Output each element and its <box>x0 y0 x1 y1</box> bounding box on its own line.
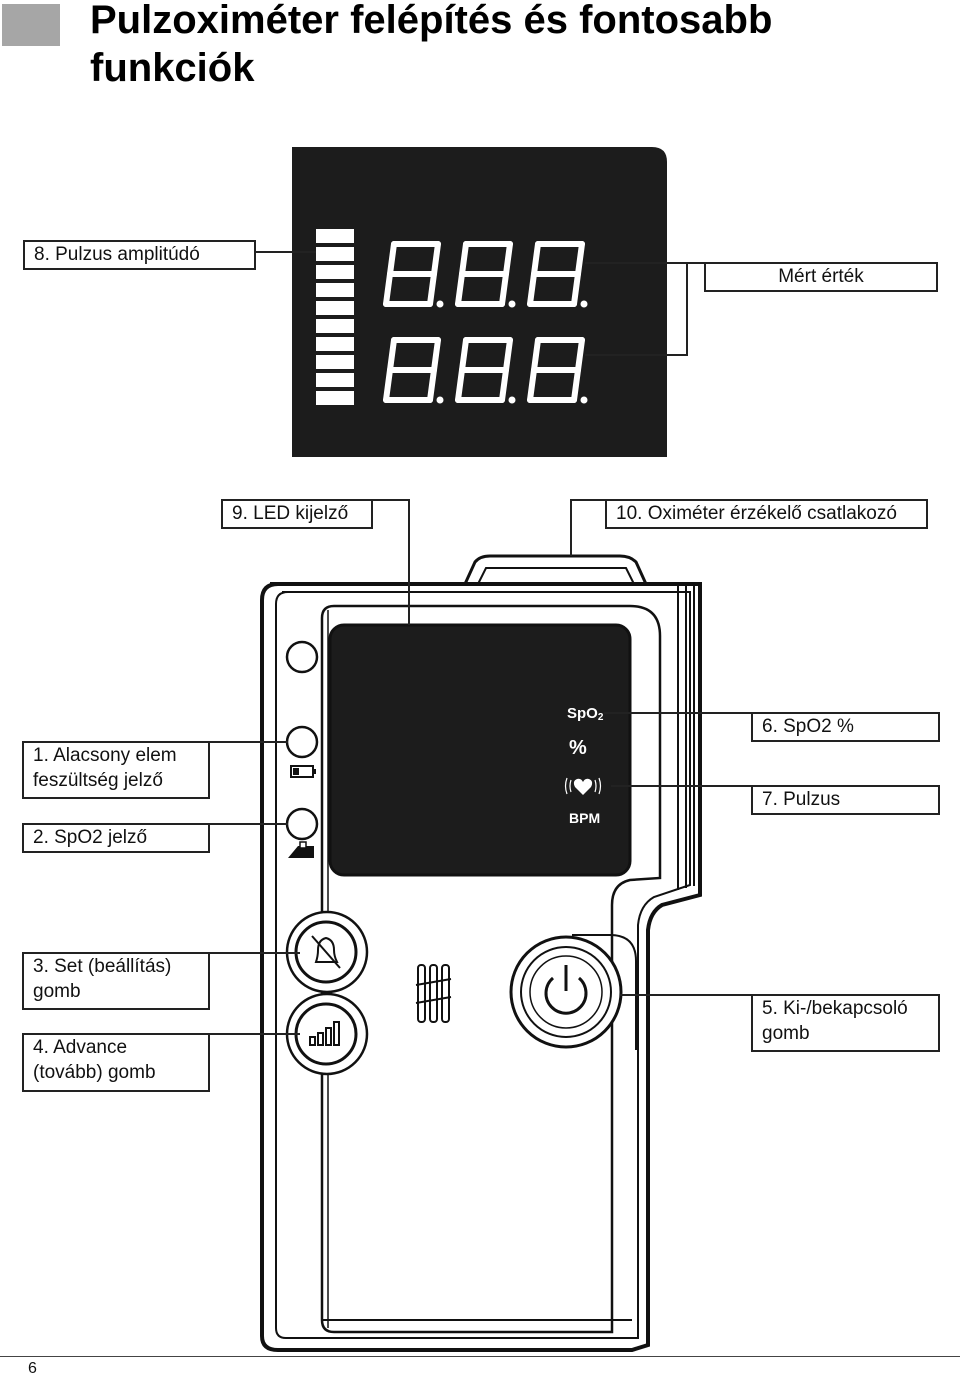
speaker-grille-icon <box>415 964 452 1023</box>
callout-pulse-amplitude: 8. Pulzus amplitúdó <box>23 240 256 270</box>
oximeter-device <box>260 554 702 1352</box>
amplitude-segment <box>316 283 354 297</box>
callout-pulse: 7. Pulzus <box>751 785 940 815</box>
page-number: 6 <box>28 1360 37 1377</box>
callout-spo2-percent: 6. SpO2 % <box>751 712 940 742</box>
amplitude-segment <box>316 301 354 315</box>
leader-lines-device <box>208 499 752 1035</box>
title-accent-block <box>2 4 60 46</box>
leader-lines-top <box>255 251 705 356</box>
callout-spo2-indicator: 2. SpO2 jelző <box>22 823 210 853</box>
low-battery-led <box>285 725 319 759</box>
amplitude-segment <box>316 337 354 351</box>
indicator-led-top <box>285 640 319 674</box>
amplitude-segment <box>316 319 354 333</box>
amplitude-segment <box>316 247 354 261</box>
seven-segment-digit <box>527 337 588 404</box>
screen-spo2-label: SpO2 <box>567 705 604 723</box>
footer-divider <box>0 1356 960 1357</box>
page-title: Pulzoximéter felépítés és fontosabb funk… <box>90 0 773 90</box>
signal-bars-icon <box>309 1021 340 1046</box>
heart-pulse-icon <box>564 777 602 795</box>
seven-segment-digit <box>455 241 516 308</box>
callout-advance-button: 4. Advance (tovább) gomb <box>22 1033 210 1092</box>
callout-sensor-connector: 10. Oximéter érzékelő csatlakozó <box>605 499 928 529</box>
seven-segment-digit <box>383 337 444 404</box>
amplitude-segment <box>316 265 354 279</box>
screen-percent-label: % <box>569 737 587 759</box>
callout-low-battery: 1. Alacsony elem feszültség jelző <box>22 741 210 799</box>
spo2-led <box>285 807 319 841</box>
amplitude-segment <box>316 229 354 243</box>
amplitude-segment <box>316 373 354 387</box>
callout-power-button: 5. Ki-/bekapcsoló gomb <box>751 994 940 1052</box>
power-icon <box>544 965 588 1015</box>
screen-labels: SpO2 % BPM <box>567 705 604 826</box>
pulse-amplitude-bar <box>316 229 354 405</box>
seven-segment-digit <box>455 337 516 404</box>
callout-set-button: 3. Set (beállítás) gomb <box>22 952 210 1010</box>
segment-digits <box>383 241 588 404</box>
callout-led-display: 9. LED kijelző <box>221 499 373 529</box>
led-display-closeup <box>292 147 667 457</box>
amplitude-segment <box>316 391 354 405</box>
device-screen <box>328 623 632 877</box>
amplitude-segment <box>316 355 354 369</box>
screen-bpm-label: BPM <box>569 810 600 826</box>
battery-low-icon <box>290 765 316 778</box>
alarm-bell-icon <box>311 935 341 969</box>
finger-probe-icon <box>288 841 314 858</box>
seven-segment-digit <box>383 241 444 308</box>
callout-measured-value: Mért érték <box>704 262 938 292</box>
seven-segment-digit <box>527 241 588 308</box>
power-button[interactable] <box>509 934 637 1050</box>
